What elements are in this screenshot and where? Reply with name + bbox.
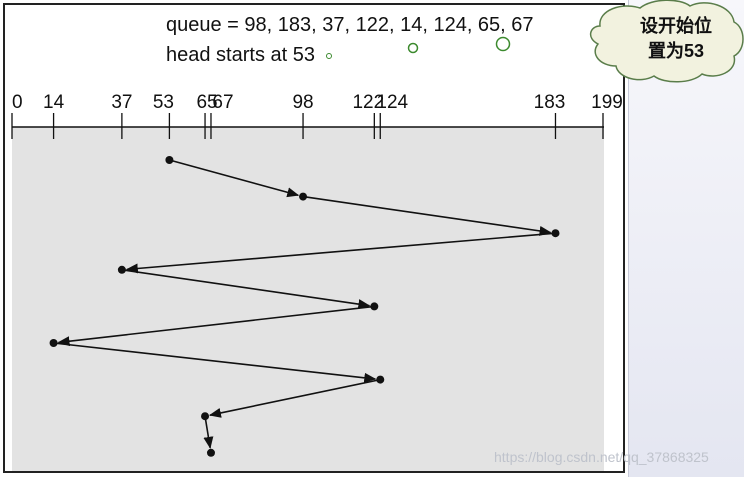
- path-point-14: [49, 339, 58, 347]
- watermark: https://blog.csdn.net/qq_37868325: [494, 449, 709, 465]
- callout-bubble-medium: [495, 36, 511, 52]
- axis-tick-label-124: 124: [376, 92, 408, 113]
- axis-tick-label-0: 0: [12, 92, 23, 113]
- path-point-183: [551, 229, 560, 238]
- axis-tick-label-53: 53: [153, 92, 174, 113]
- callout-line-1: 设开始位: [640, 16, 712, 37]
- axis-tick-label-98: 98: [292, 92, 313, 113]
- axis-tick-label-65: 65: [196, 92, 217, 113]
- path-segment-14-to-124: [53, 342, 377, 383]
- path-segment-53-to-98: [169, 159, 300, 198]
- callout-note: 设开始位 置为53: [614, 14, 738, 64]
- callout-bubble-small: [407, 42, 419, 54]
- path-point-53: [165, 156, 174, 164]
- head-start-caption: head starts at 53: [166, 44, 315, 66]
- path-segment-65-to-67: [203, 416, 214, 449]
- callout-cloud: [589, 0, 744, 83]
- axis-tick-label-199: 199: [591, 92, 623, 113]
- axis-tick-label-37: 37: [111, 92, 132, 113]
- path-segment-37-to-122: [121, 269, 371, 310]
- plot-area: [12, 127, 604, 471]
- axis-tick-label-67: 67: [212, 92, 233, 113]
- path-segment-124-to-65: [208, 378, 381, 418]
- axis-tick-label-122: 122: [352, 92, 384, 113]
- axis-tick-label-183: 183: [534, 92, 566, 113]
- path-point-67: [206, 448, 215, 457]
- callout-value: 53: [683, 41, 705, 61]
- callout-bubble-tiny: [326, 53, 332, 59]
- path-point-98: [299, 192, 308, 201]
- axis-tick-label-14: 14: [43, 92, 65, 113]
- path-segment-122-to-14: [57, 305, 375, 347]
- callout-prefix: 置为: [647, 41, 684, 62]
- queue-caption: queue = 98, 183, 37, 122, 14, 124, 65, 6…: [166, 14, 534, 36]
- path-segment-98-to-183: [302, 195, 552, 236]
- path-point-124: [376, 375, 385, 384]
- path-segment-183-to-37: [125, 232, 556, 274]
- path-point-65: [201, 412, 210, 421]
- path-point-37: [117, 265, 126, 274]
- callout-line-2: 置为53: [614, 39, 738, 64]
- path-point-122: [370, 302, 379, 311]
